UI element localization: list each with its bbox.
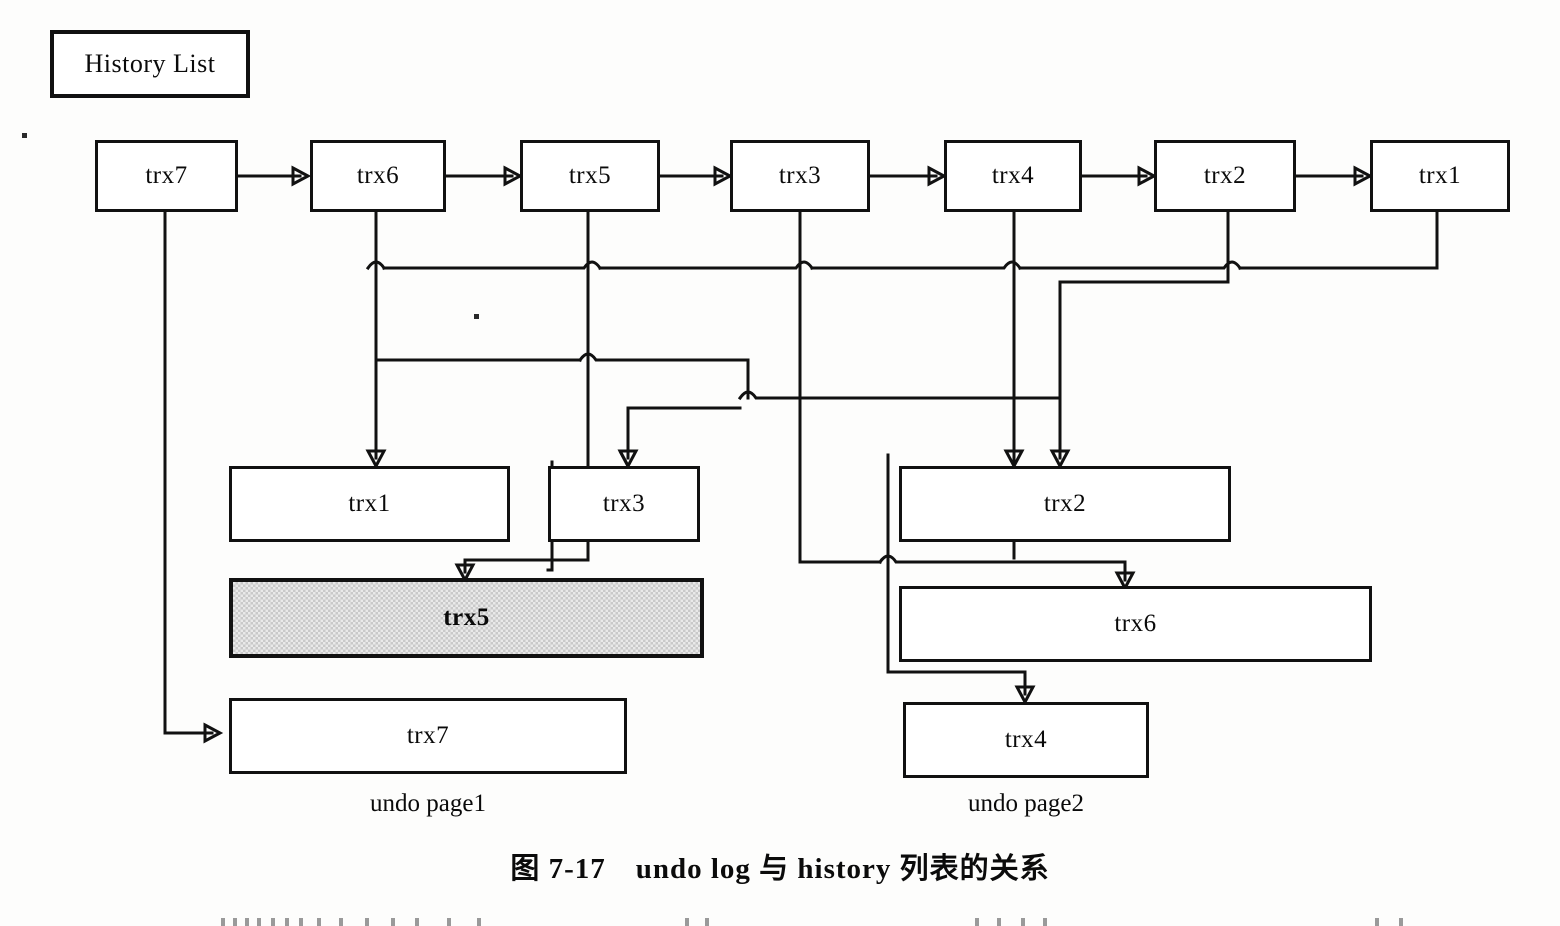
undo-page2-label: undo page2 <box>968 790 1084 817</box>
undo-page1-entry-trx3[interactable]: trx3 <box>548 466 700 542</box>
history-node-trx7[interactable]: trx7 <box>95 140 238 212</box>
bus-line-upper <box>365 210 1439 271</box>
link-to-undo-trx5 <box>454 358 590 584</box>
link-trx7-to-undo-trx7 <box>163 210 224 744</box>
link-trx4-top-to-page2 <box>1003 266 1025 470</box>
history-node-trx3[interactable]: trx3 <box>730 140 870 212</box>
undo-page2-entry-trx4[interactable]: trx4 <box>903 702 1149 778</box>
history-chain-arrows <box>236 165 1374 187</box>
link-trx2-to-undo-trx2 <box>1049 266 1230 470</box>
undo-page1-entry-trx7[interactable]: trx7 <box>229 698 627 774</box>
bus-line-lower-left <box>798 554 1136 592</box>
scan-speck <box>474 314 479 319</box>
link-page2-to-undo-trx4 <box>886 453 1036 706</box>
undo-page2-entry-trx2[interactable]: trx2 <box>899 466 1231 542</box>
undo-page1-entry-trx5[interactable]: trx5 <box>229 578 704 658</box>
history-node-trx2[interactable]: trx2 <box>1154 140 1296 212</box>
link-to-undo-trx3 <box>617 280 1062 470</box>
undo-page1-entry-trx1[interactable]: trx1 <box>229 466 510 542</box>
scan-speck <box>22 133 27 138</box>
bus-line-middle <box>374 266 750 400</box>
history-list-header: History List <box>50 30 250 98</box>
undo-page2-entry-trx6[interactable]: trx6 <box>899 586 1372 662</box>
figure-caption: 图 7-17 undo log 与 history 列表的关系 <box>510 853 1050 885</box>
history-node-trx5[interactable]: trx5 <box>520 140 660 212</box>
page-text-bleed <box>215 918 1415 926</box>
history-node-trx4[interactable]: trx4 <box>944 140 1082 212</box>
undo-page1-label: undo page1 <box>370 790 486 817</box>
history-node-trx6[interactable]: trx6 <box>310 140 446 212</box>
history-node-trx1[interactable]: trx1 <box>1370 140 1510 212</box>
